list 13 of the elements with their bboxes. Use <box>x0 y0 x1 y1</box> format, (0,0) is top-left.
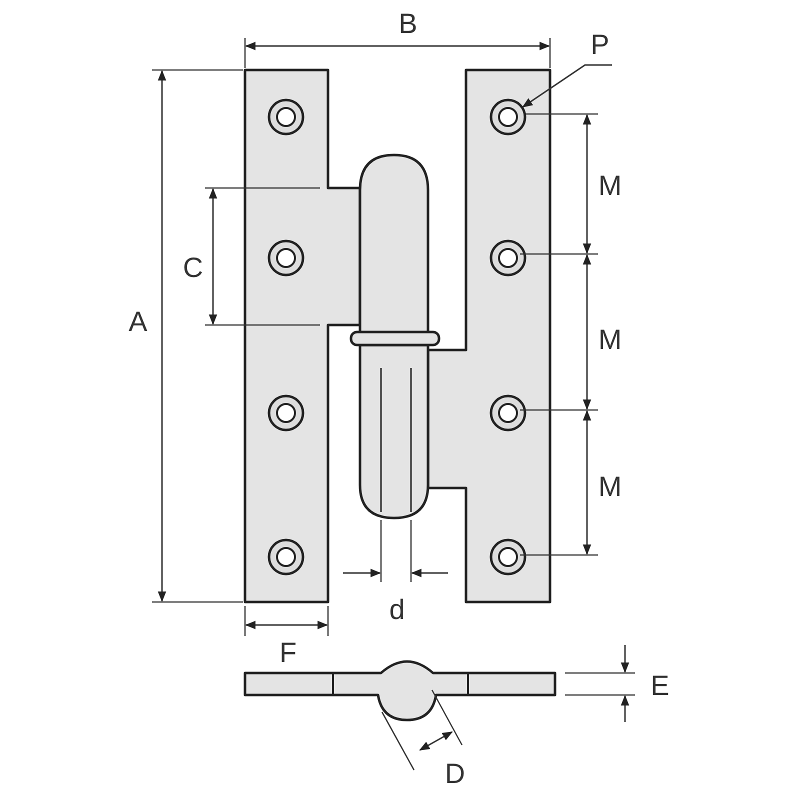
dimension-label: M <box>598 326 622 354</box>
dimension-label: d <box>389 596 405 624</box>
dimension-label: M <box>598 172 622 200</box>
leader-line <box>522 64 612 108</box>
dimension-label: A <box>128 308 148 336</box>
dimension-label: E <box>650 672 670 700</box>
dimension-label: B <box>398 10 418 38</box>
dimension-label: M <box>598 473 622 501</box>
dimension-label: F <box>279 639 297 667</box>
part-label: P <box>590 31 610 59</box>
dimension-label: C <box>182 254 204 282</box>
screw-hole <box>490 98 526 136</box>
dimension-label: D <box>444 760 466 788</box>
